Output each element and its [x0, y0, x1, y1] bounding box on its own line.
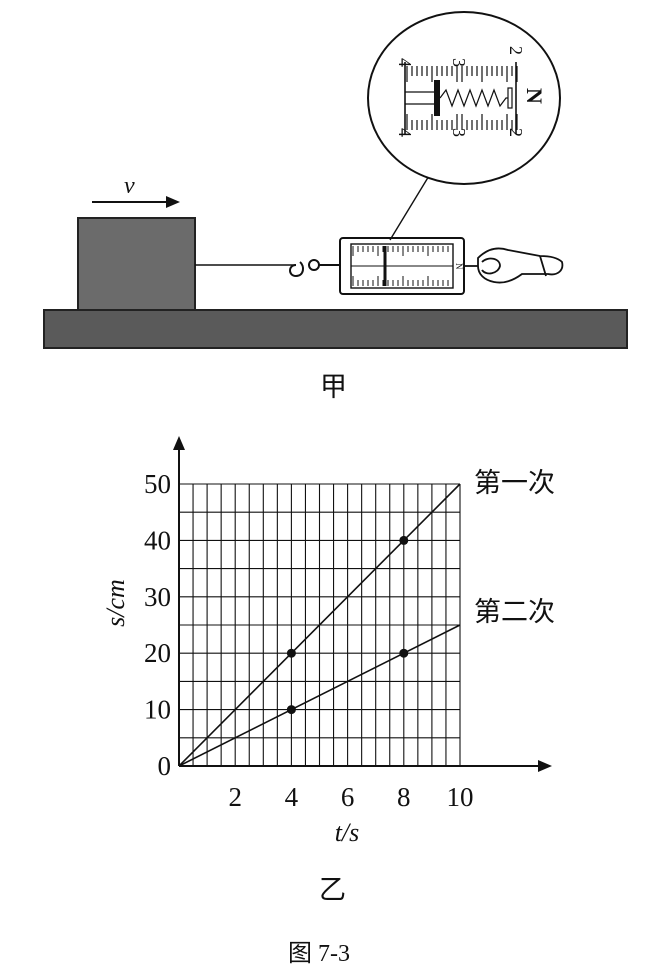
table-surface — [43, 309, 628, 349]
series-label-1: 第一次 — [474, 468, 555, 498]
dial-top-tick-3: 3 — [449, 58, 469, 67]
x-tick-label: 10 — [447, 782, 474, 812]
x-axis-arrowhead — [538, 760, 552, 772]
data-point — [286, 648, 296, 658]
series-label-2: 第二次 — [474, 597, 555, 627]
y-tick-label: 10 — [144, 695, 171, 725]
y-tick-labels: 0 10 20 30 40 50 — [144, 469, 171, 781]
velocity-arrow — [92, 196, 180, 208]
dial-top-tick-2: 2 — [506, 46, 526, 55]
x-tick-label: 8 — [397, 782, 411, 812]
x-tick-labels: 2 4 6 8 10 — [228, 782, 473, 812]
velocity-label: v — [124, 173, 135, 199]
y-tick-label: 30 — [144, 582, 171, 612]
spring-scale: N — [339, 237, 465, 295]
magnified-dial: 4 3 2 4 3 2 N — [367, 11, 561, 185]
series-line-2 — [178, 624, 461, 767]
x-tick-label: 6 — [341, 782, 355, 812]
x-tick-label: 4 — [285, 782, 299, 812]
dial-bottom-tick-2: 2 — [506, 128, 526, 137]
chart-axes — [173, 436, 552, 772]
y-axis-arrowhead — [173, 436, 185, 450]
x-axis-label: t/s — [335, 818, 360, 847]
hook — [289, 259, 341, 278]
y-tick-label: 20 — [144, 638, 171, 668]
y-tick-label: 50 — [144, 469, 171, 499]
dial-top-tick-4: 4 — [395, 58, 415, 67]
dial-bottom-tick-4: 4 — [395, 128, 415, 137]
series-line-1 — [178, 483, 461, 767]
data-point — [399, 535, 409, 545]
y-tick-label: 0 — [158, 751, 172, 781]
figure-b-caption: 乙 — [319, 875, 346, 905]
chart-grid — [178, 483, 461, 767]
data-point — [399, 648, 409, 658]
apparatus-figure: v N 4 3 2 4 3 2 — [43, 11, 628, 402]
dial-unit-label: N — [522, 88, 547, 104]
dial-bottom-tick-3: 3 — [449, 128, 469, 137]
y-axis-label: s/cm — [101, 579, 130, 627]
figure-caption: 图 7-3 — [288, 941, 350, 967]
scale-unit-label: N — [454, 263, 464, 270]
hand — [464, 247, 564, 284]
x-tick-label: 2 — [228, 782, 242, 812]
figure-a-caption: 甲 — [320, 372, 347, 402]
wooden-block — [77, 217, 196, 311]
y-tick-label: 40 — [144, 525, 171, 555]
data-point — [286, 705, 296, 715]
